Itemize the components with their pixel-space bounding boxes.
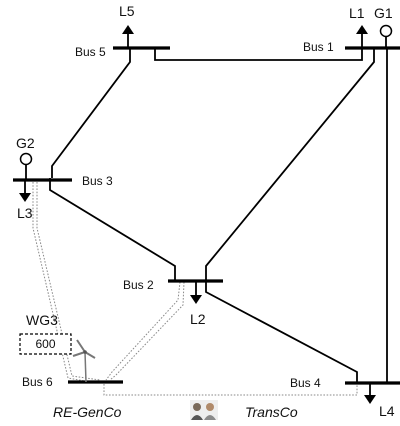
load-l2 xyxy=(190,281,202,304)
load-l1 xyxy=(356,25,368,48)
label-bus-5: Bus 5 xyxy=(75,45,106,59)
bus-bars xyxy=(13,46,400,385)
label-l4: L4 xyxy=(379,403,395,419)
people-meeting-icon xyxy=(190,400,218,420)
load-l3 xyxy=(19,180,31,202)
load-l5 xyxy=(122,25,134,48)
wind-capacity-value: 600 xyxy=(35,337,55,351)
label-transco: TransCo xyxy=(245,404,298,420)
label-bus-2: Bus 2 xyxy=(123,278,154,292)
contract-paths xyxy=(32,182,358,396)
label-l2: L2 xyxy=(190,311,206,327)
generator-g1 xyxy=(379,24,393,48)
transmission-lines xyxy=(49,49,388,382)
label-g2: G2 xyxy=(16,135,35,151)
load-l4 xyxy=(364,383,376,404)
label-bus-4: Bus 4 xyxy=(290,376,321,390)
wind-turbine-icon xyxy=(72,339,96,383)
label-l5: L5 xyxy=(119,3,135,19)
label-bus-6: Bus 6 xyxy=(22,375,53,389)
label-wg3: WG3 xyxy=(26,312,58,328)
label-re-genco: RE-GenCo xyxy=(53,404,122,420)
generator-g2 xyxy=(19,152,33,180)
wind-capacity-box xyxy=(19,333,72,355)
label-bus-3: Bus 3 xyxy=(82,174,113,188)
label-l1: L1 xyxy=(349,5,365,21)
label-bus-1: Bus 1 xyxy=(303,40,334,54)
label-l3: L3 xyxy=(17,205,33,221)
label-g1: G1 xyxy=(374,5,393,21)
